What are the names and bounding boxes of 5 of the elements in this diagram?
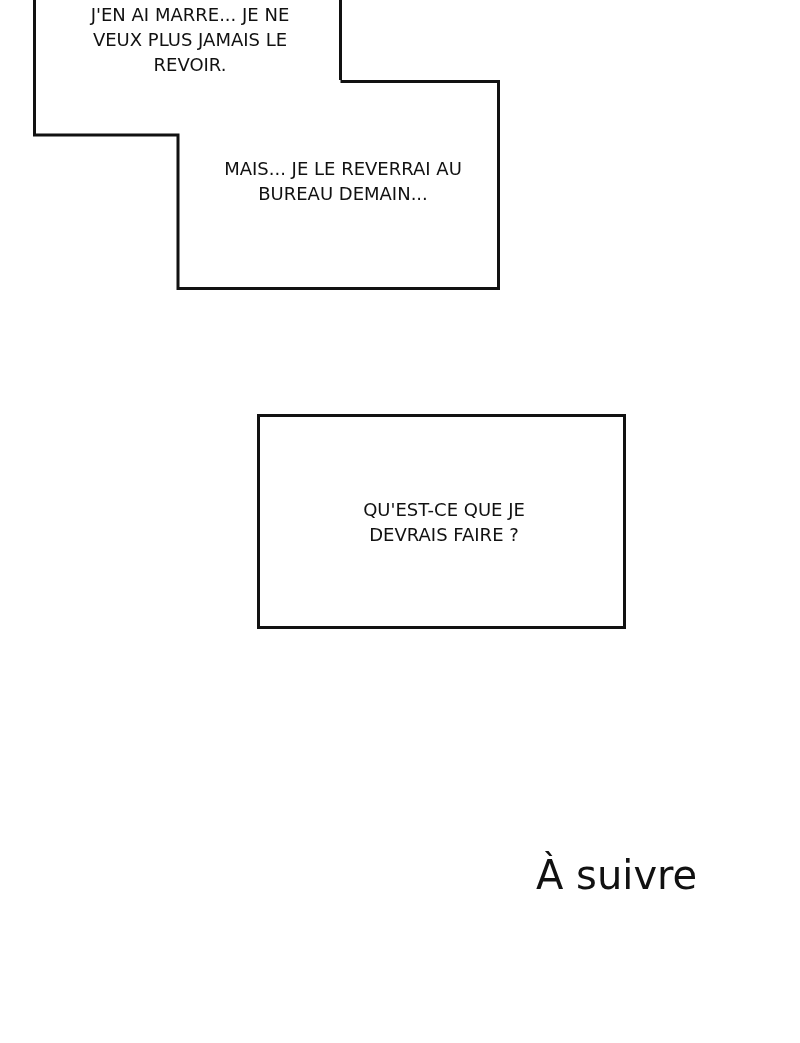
caption-box: [257, 414, 626, 629]
to-be-continued-text: À suivre: [536, 852, 698, 898]
caption-text: MAIS... JE LE REVERRAI AU BUREAU DEMAIN...: [223, 157, 463, 206]
caption-text: QU'EST-CE QUE JE DEVRAIS FAIRE ?: [362, 498, 526, 547]
caption-text: J'EN AI MARRE... JE NE VEUX PLUS JAMAIS LE REVOIR.: [88, 3, 291, 77]
